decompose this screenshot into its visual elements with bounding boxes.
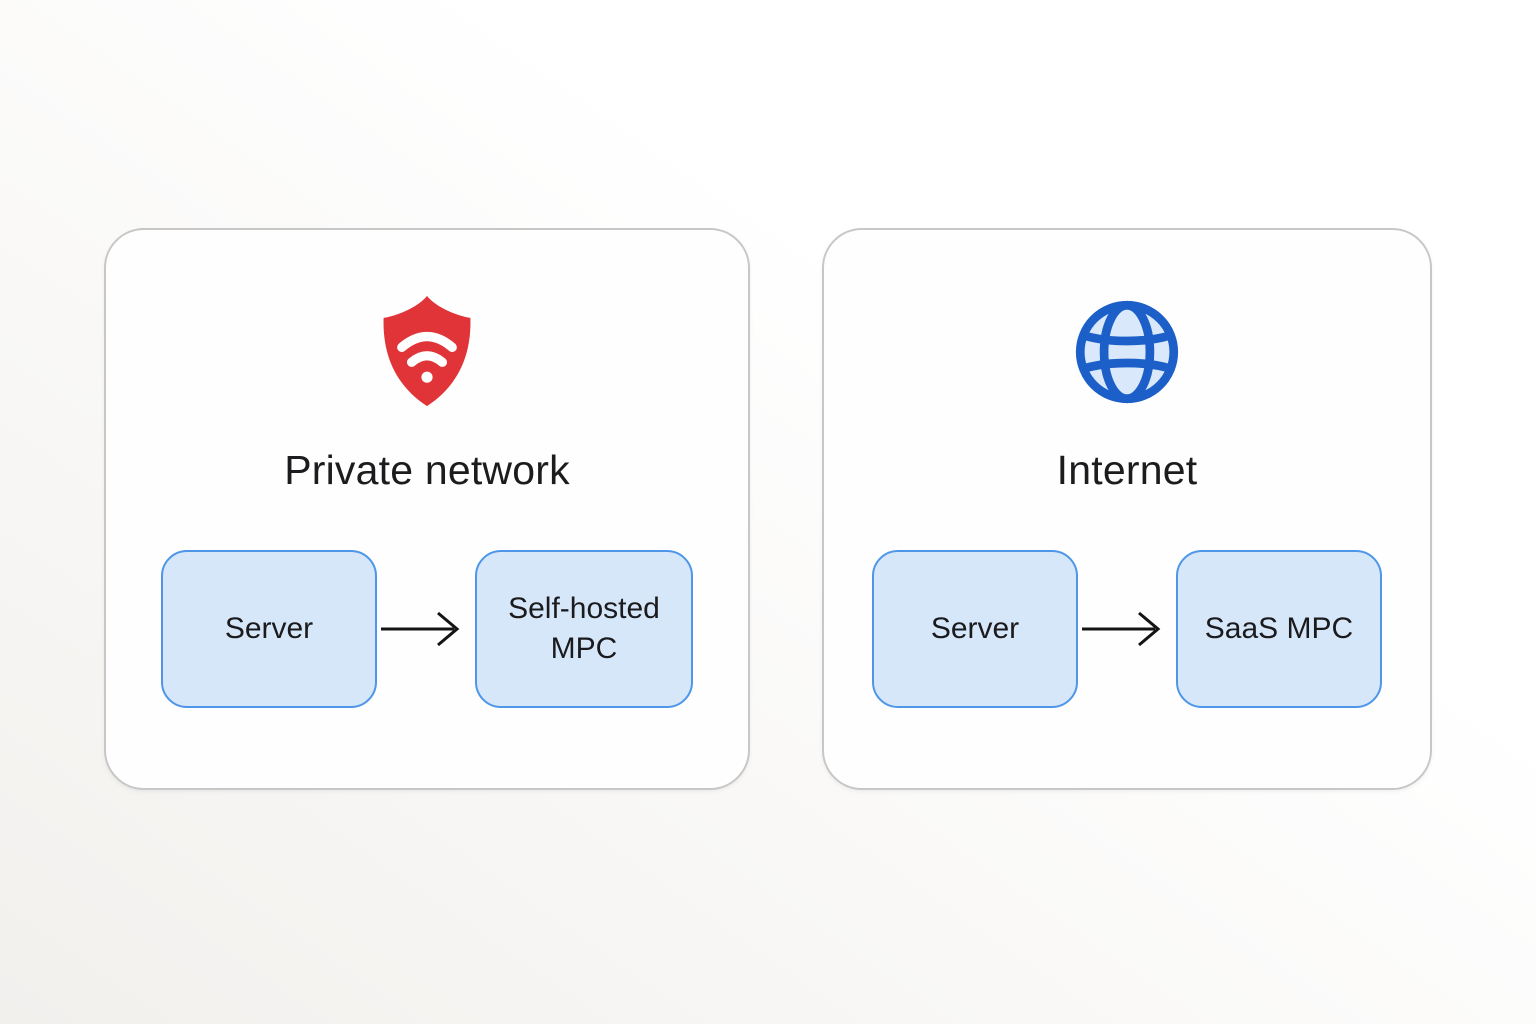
node-self-hosted-mpc: Self-hosted MPC (475, 550, 693, 708)
card-internet: Internet Server SaaS MPC (822, 228, 1432, 790)
card-title-private-network: Private network (284, 447, 570, 493)
node-server-private: Server (161, 550, 377, 708)
globe-icon (1072, 290, 1182, 414)
flow-row-private: Server Self-hosted MPC (161, 550, 693, 708)
arrow-right-icon (1078, 607, 1176, 651)
flow-row-internet: Server SaaS MPC (872, 550, 1382, 708)
arrow-right-icon (377, 607, 475, 651)
shield-wifi-icon (371, 290, 483, 414)
node-server-internet: Server (872, 550, 1078, 708)
node-saas-mpc: SaaS MPC (1176, 550, 1382, 708)
card-title-internet: Internet (1056, 447, 1198, 493)
card-private-network: Private network Server Self-hosted MPC (104, 228, 750, 790)
